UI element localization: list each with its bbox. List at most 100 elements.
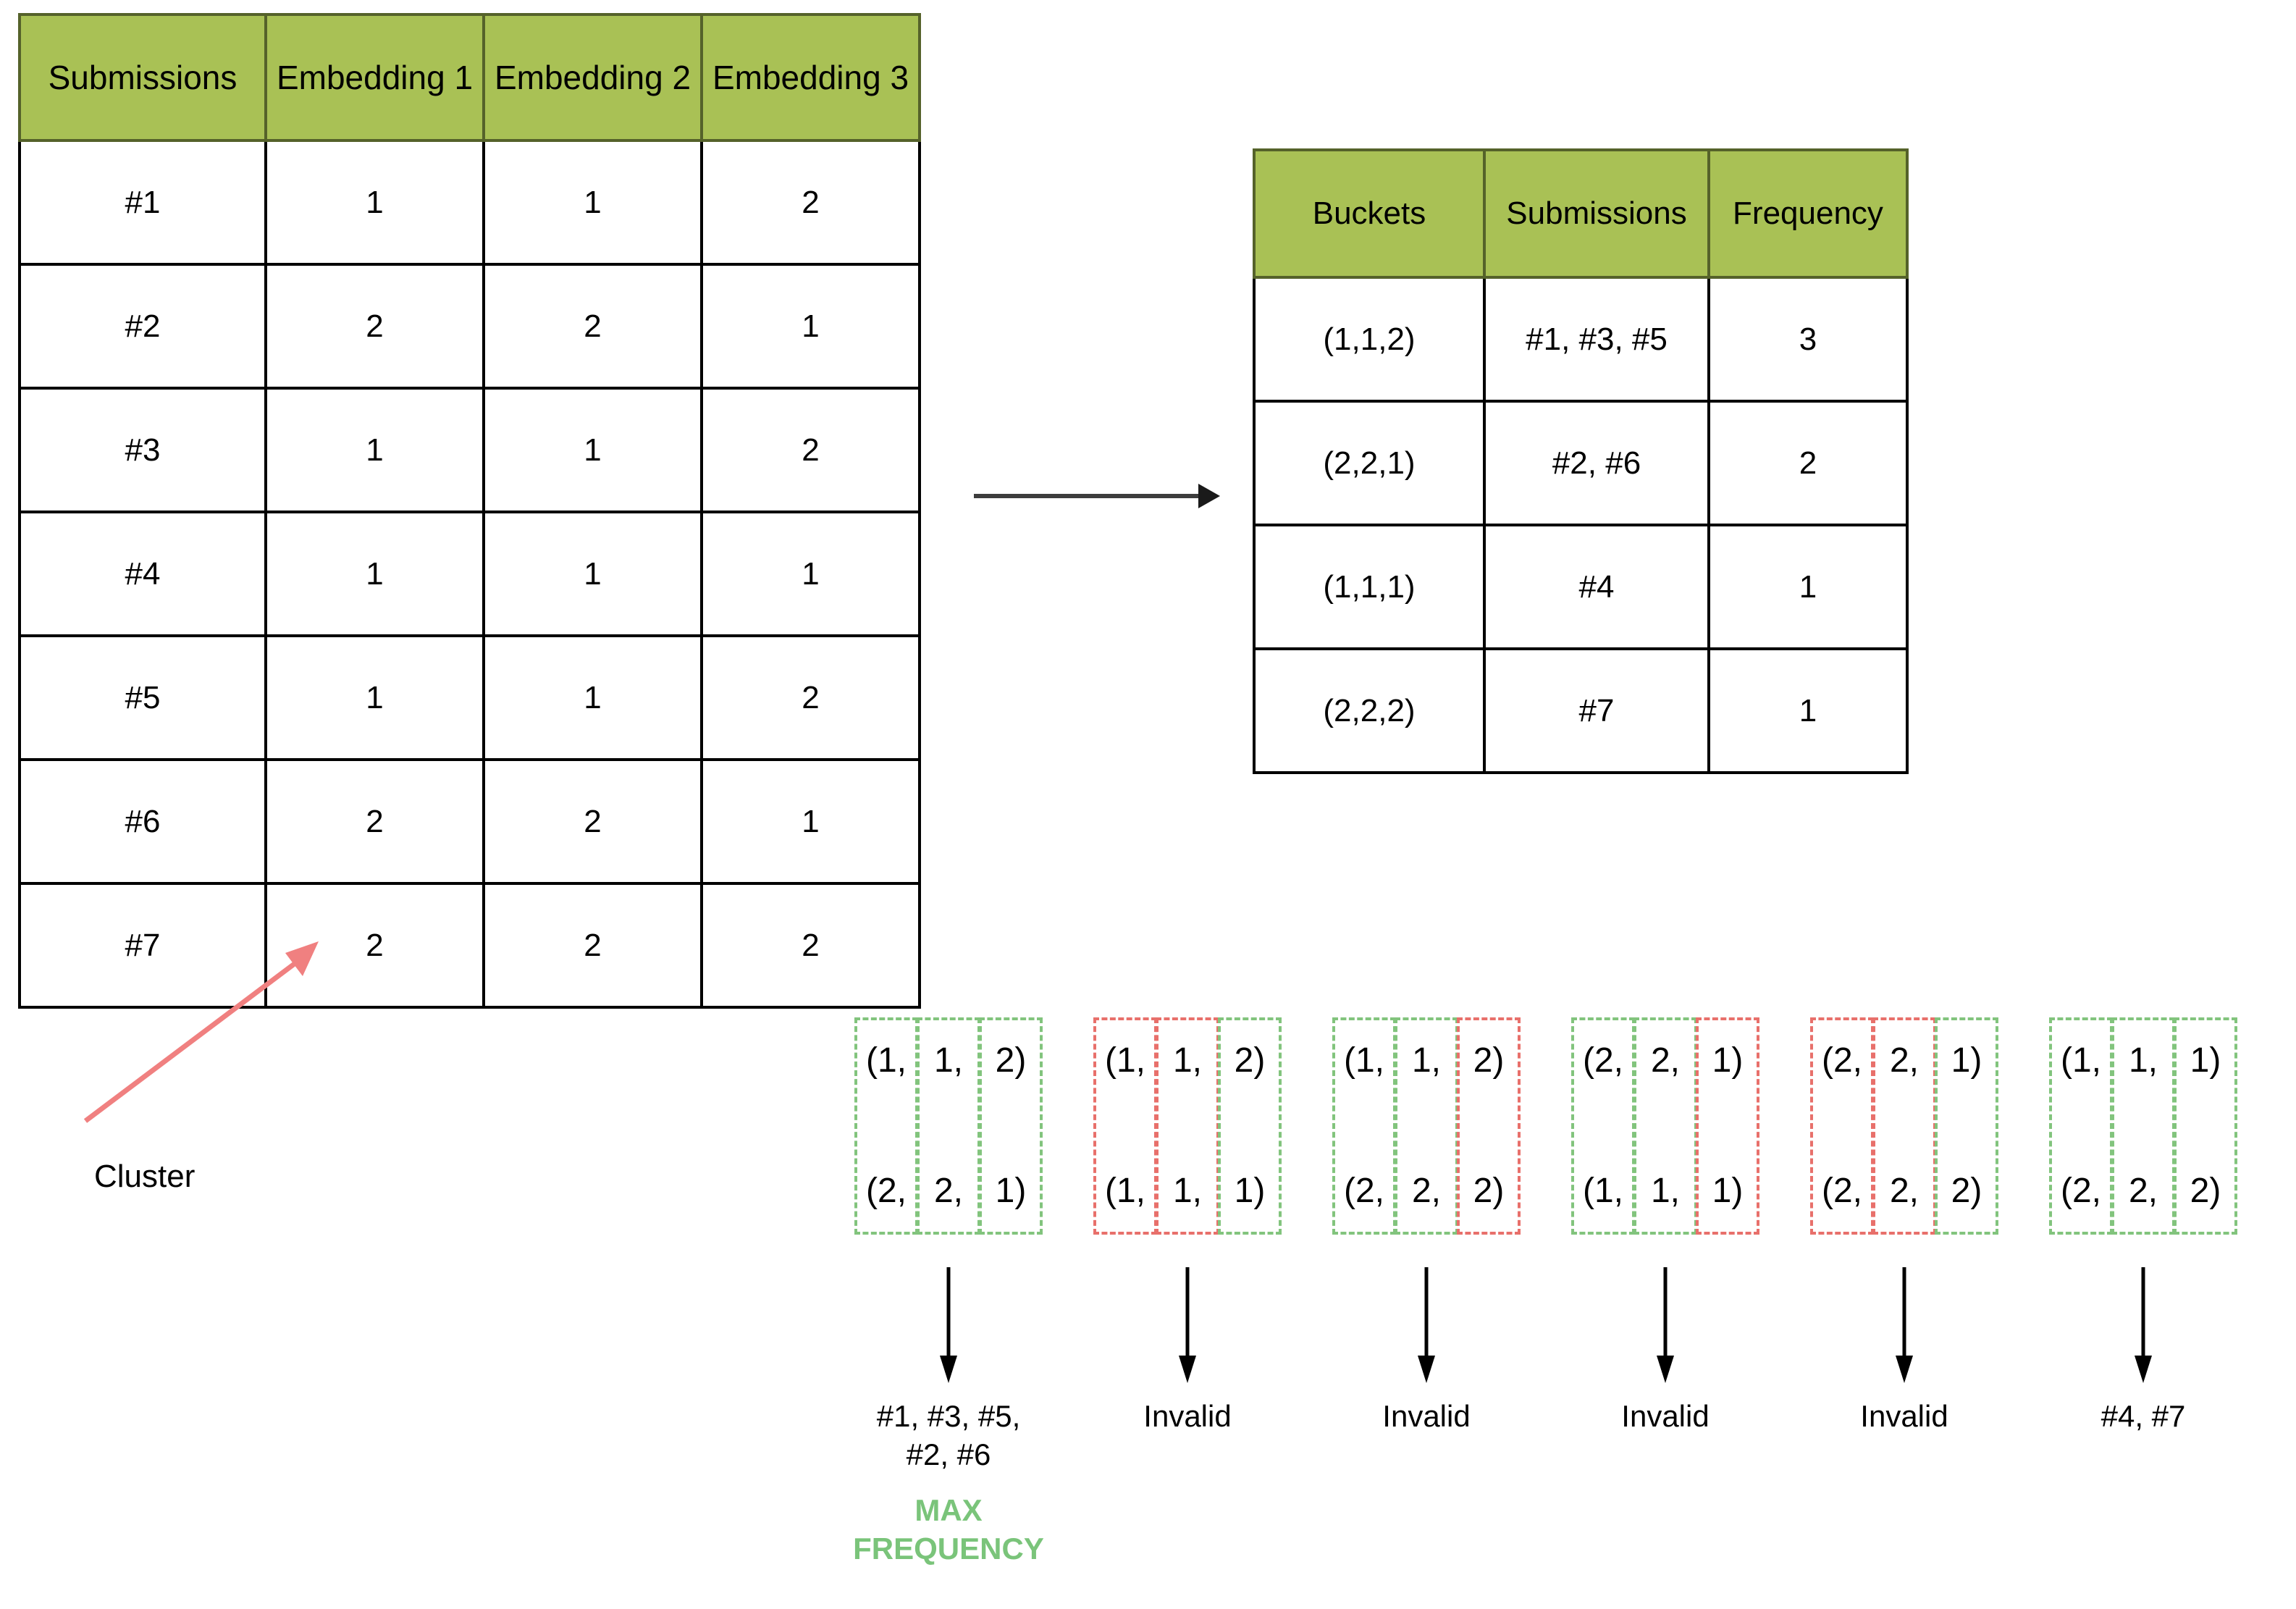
table-row: #2 2 2 1 — [18, 263, 921, 390]
pair-top-digit: (1, — [865, 1041, 907, 1080]
pair-result-label: Invalid — [1143, 1399, 1232, 1433]
pair-down-arrow-icon — [2135, 1267, 2152, 1383]
digit-compare-box-1: (1,(2, — [1332, 1017, 1396, 1235]
digit-compare-box-3: 1) 1) — [1696, 1017, 1759, 1235]
pair-bottom-digit: 2) — [2190, 1172, 2221, 1210]
pair-bottom-digit: 1) — [995, 1172, 1027, 1210]
pair-group: (2,(1,2,1,1)1)Invalid — [1557, 1017, 1774, 1433]
pair-bottom-digit: 2, — [2128, 1172, 2158, 1210]
bucket-key: (2,2,2) — [1253, 647, 1486, 774]
table-row: #5 1 1 2 — [18, 634, 921, 761]
embedding-1-value: 2 — [264, 758, 485, 885]
pair-bottom-digit: (1, — [1104, 1172, 1145, 1210]
digit-compare-box-2: 2,1, — [1633, 1017, 1697, 1235]
bucket-key: (2,2,1) — [1253, 400, 1486, 526]
pair-bottom-digit: 2, — [933, 1172, 964, 1210]
pair-top-digit: 2) — [995, 1041, 1027, 1080]
embeddings-header-embedding-3: Embedding 3 — [700, 13, 921, 142]
max-frequency-note: MAX FREQUENCY — [853, 1493, 1044, 1566]
bucket-frequency: 1 — [1707, 524, 1909, 650]
embedding-2-value: 1 — [482, 634, 703, 761]
pair-result-label: #4, #7 — [2101, 1399, 2186, 1433]
embeddings-table-header-row: Submissions Embedding 1 Embedding 2 Embe… — [18, 13, 921, 142]
bucket-frequency: 2 — [1707, 400, 1909, 526]
pair-bottom-digit: 2) — [1951, 1172, 1982, 1210]
pair-down-arrow-icon — [1657, 1267, 1674, 1383]
bucket-key: (1,1,1) — [1253, 524, 1486, 650]
pair-bottom-digit: 2) — [1473, 1172, 1505, 1210]
pair-top-digit: 2, — [1889, 1041, 1919, 1080]
pair-bottom-digit: 2, — [1889, 1172, 1919, 1210]
embedding-3-value: 1 — [700, 511, 921, 637]
embedding-3-value: 1 — [700, 263, 921, 390]
embedding-3-value: 2 — [700, 634, 921, 761]
pair-top-digit: (1, — [2060, 1041, 2101, 1080]
pair-top-digit: 1, — [933, 1041, 964, 1080]
pair-top-digit: 1) — [1951, 1041, 1982, 1080]
digit-compare-box-2: 1, 1, — [1156, 1017, 1219, 1235]
pair-top-digit: (2, — [1821, 1041, 1862, 1080]
bucket-frequency: 1 — [1707, 647, 1909, 774]
pair-bottom-digit: (2, — [1821, 1172, 1862, 1210]
buckets-header-buckets: Buckets — [1253, 148, 1486, 279]
pair-top-digit: (1, — [1343, 1041, 1384, 1080]
pair-bottom-digit: (2, — [2060, 1172, 2101, 1210]
bucket-frequency: 3 — [1707, 276, 1909, 403]
pair-digit-boxes: (1,(1,1,1,2)1) — [1079, 1017, 1296, 1242]
bucket-submissions: #2, #6 — [1483, 400, 1710, 526]
pair-bottom-digit: (1, — [1582, 1172, 1623, 1210]
submission-id: #1 — [18, 139, 267, 266]
digit-compare-box-2: 1,2, — [1395, 1017, 1458, 1235]
submission-id: #2 — [18, 263, 267, 390]
embedding-1-value: 2 — [264, 882, 485, 1009]
buckets-header-frequency: Frequency — [1707, 148, 1909, 279]
embedding-1-value: 1 — [264, 634, 485, 761]
embedding-1-value: 2 — [264, 263, 485, 390]
pair-group: (1, (2, 1, 2, 1)2) #4, #7 — [2035, 1017, 2252, 1433]
pair-top-digit: (1, — [1104, 1041, 1145, 1080]
table-row: (2,2,1) #2, #6 2 — [1253, 400, 1909, 526]
table-row: (2,2,2) #7 1 — [1253, 647, 1909, 774]
digit-compare-box-2: 2, 2, — [1872, 1017, 1936, 1235]
pair-digit-boxes: (2, (2, 2, 2, 1) 2) — [1796, 1017, 2013, 1242]
embeddings-header-embedding-1: Embedding 1 — [264, 13, 485, 142]
pair-top-digit: 1) — [1712, 1041, 1744, 1080]
buckets-header-submissions: Submissions — [1483, 148, 1710, 279]
pair-bottom-digit: 1) — [1712, 1172, 1744, 1210]
digit-compare-box-3: 1)2) — [2174, 1017, 2237, 1235]
embeddings-header-submissions: Submissions — [18, 13, 267, 142]
submission-id: #7 — [18, 882, 267, 1009]
table-row: #6 2 2 1 — [18, 758, 921, 885]
digit-compare-box-1: (2, (2, — [1810, 1017, 1874, 1235]
pair-top-digit: 2) — [1234, 1041, 1266, 1080]
submission-id: #6 — [18, 758, 267, 885]
digit-compare-box-1: (1,(2, — [854, 1017, 918, 1235]
submission-id: #3 — [18, 387, 267, 513]
pair-digit-boxes: (1, (2, 1, 2, 1)2) — [2035, 1017, 2252, 1242]
embedding-1-value: 1 — [264, 511, 485, 637]
pair-down-arrow-icon — [1179, 1267, 1196, 1383]
embedding-3-value: 2 — [700, 139, 921, 266]
embedding-2-value: 2 — [482, 758, 703, 885]
pair-top-digit: 1, — [1172, 1041, 1203, 1080]
digit-compare-box-3: 2)2) — [1457, 1017, 1521, 1235]
pair-bottom-digit: 2, — [1411, 1172, 1442, 1210]
table-row: #7 2 2 2 — [18, 882, 921, 1009]
pair-down-arrow-icon — [1418, 1267, 1435, 1383]
pair-bottom-digit: 1, — [1172, 1172, 1203, 1210]
table-row: (1,1,2) #1, #3, #5 3 — [1253, 276, 1909, 403]
embedding-2-value: 1 — [482, 387, 703, 513]
digit-compare-box-1: (1, (1, — [1093, 1017, 1157, 1235]
pair-result-label: Invalid — [1621, 1399, 1710, 1433]
bucket-submissions: #4 — [1483, 524, 1710, 650]
embedding-2-value: 2 — [482, 263, 703, 390]
digit-compare-box-3: 2) 1) — [979, 1017, 1043, 1235]
pair-group: (2,(2,2,2,1)2)Invalid — [1796, 1017, 2013, 1433]
pair-top-digit: 1, — [2128, 1041, 2158, 1080]
embedding-3-value: 1 — [700, 758, 921, 885]
embedding-1-value: 1 — [264, 139, 485, 266]
pair-group: (1,(2,1,2,2)2)Invalid — [1318, 1017, 1535, 1433]
embedding-2-value: 2 — [482, 882, 703, 1009]
table-row: #1 1 1 2 — [18, 139, 921, 266]
